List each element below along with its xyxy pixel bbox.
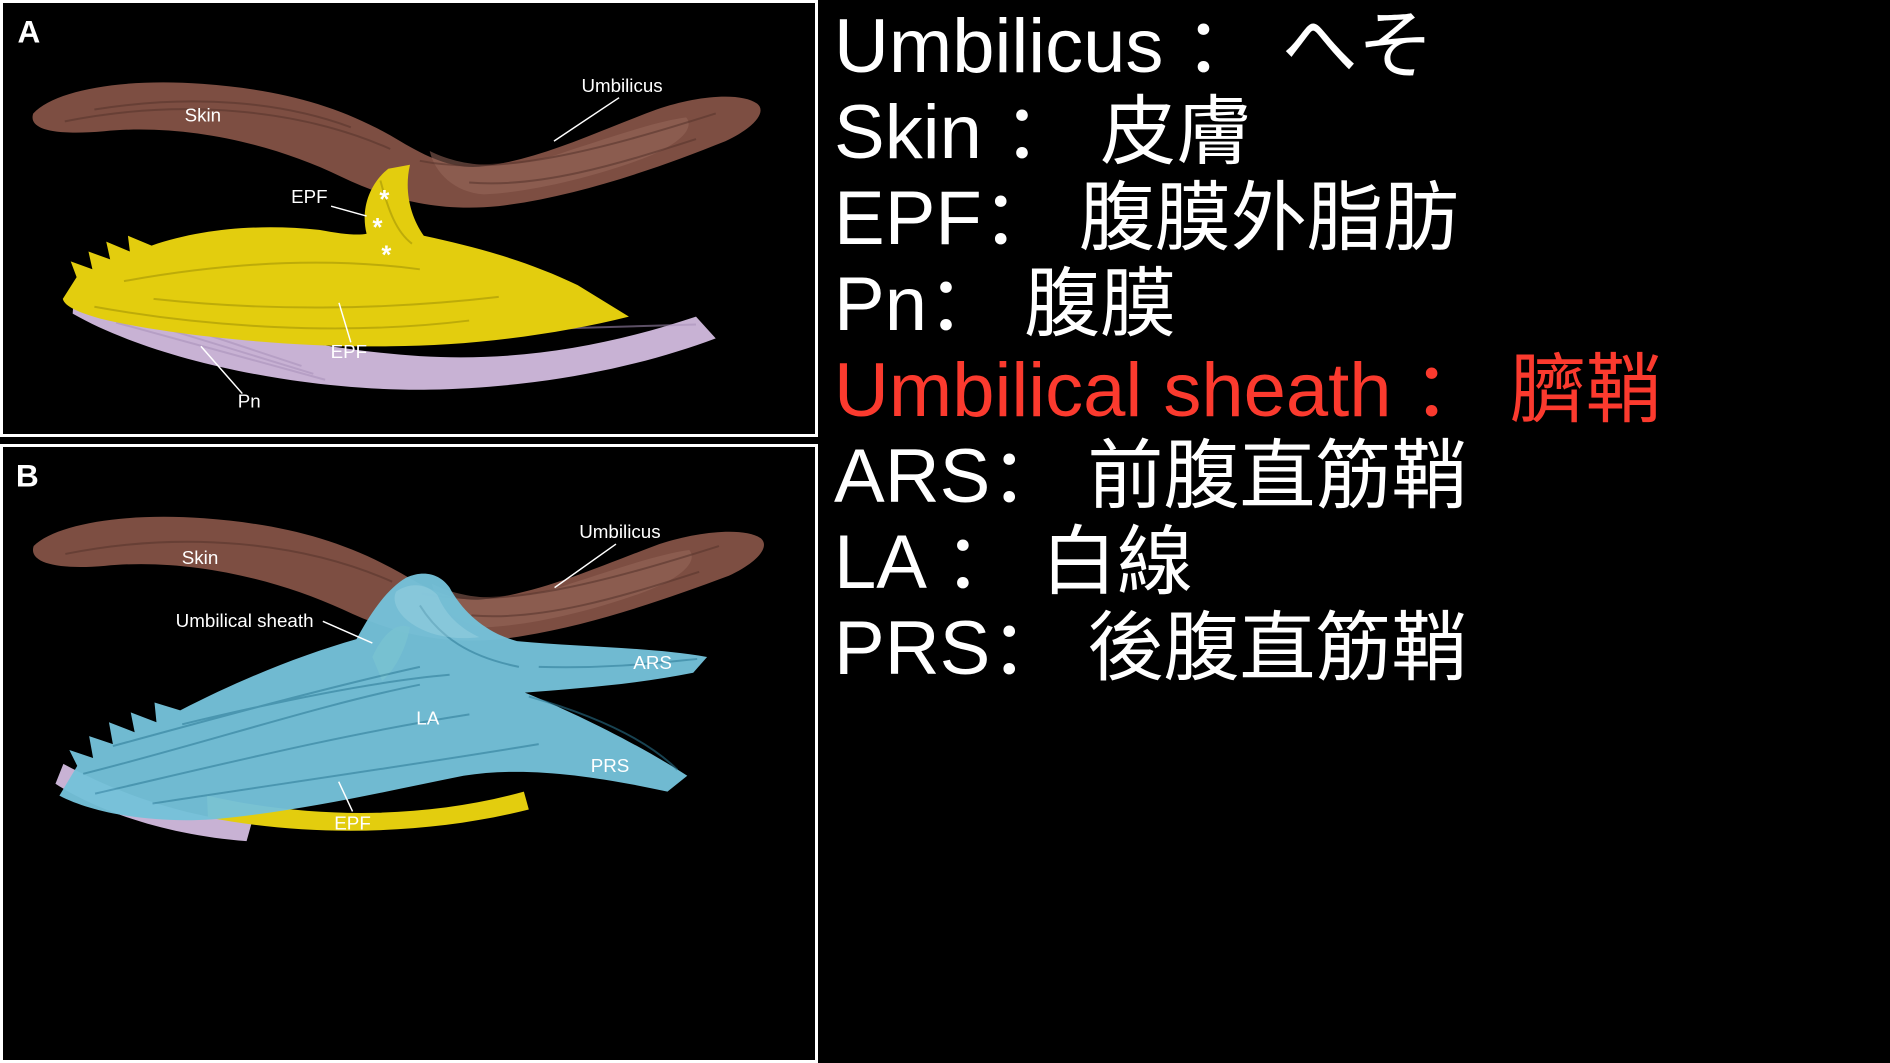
panel-a-render: A Skin Umbilicus EPF EPF Pn * * * bbox=[17, 13, 761, 411]
figure-panel-a: A Skin Umbilicus EPF EPF Pn * * * bbox=[0, 0, 818, 437]
legend-item-pn: Pn： 腹膜 bbox=[834, 262, 1177, 347]
umbilical-sheath-3d-model bbox=[59, 573, 708, 821]
asterisk-marker: * bbox=[379, 186, 389, 214]
umbilicus-label-a: Umbilicus bbox=[581, 75, 662, 96]
legend-panel: Umbilicus ： へそ Skin ： 皮膚 EPF： 腹膜外脂肪 Pn： … bbox=[818, 0, 1890, 1063]
la-label: LA bbox=[416, 707, 439, 728]
pn-label: Pn bbox=[238, 390, 261, 411]
panel-b-letter: B bbox=[16, 458, 39, 494]
prs-label: PRS bbox=[591, 755, 630, 776]
panel-b-render: B Skin Umbilicus Umbilical sheath ARS LA… bbox=[16, 458, 764, 842]
panel-a-letter: A bbox=[17, 13, 40, 49]
epf-lower-label: EPF bbox=[331, 341, 367, 362]
legend-item-prs: PRS： 後腹直筋鞘 bbox=[834, 606, 1468, 691]
asterisk-marker: * bbox=[372, 214, 382, 242]
legend-item-umbilical-sheath: Umbilical sheath ： 臍鞘 bbox=[834, 348, 1662, 433]
skin-label-a: Skin bbox=[185, 104, 221, 125]
leader-lines-b bbox=[322, 543, 617, 812]
umbilicus-label-b: Umbilicus bbox=[579, 521, 660, 542]
legend-item-umbilicus: Umbilicus ： へそ bbox=[834, 4, 1434, 89]
skin-label-b: Skin bbox=[182, 547, 219, 568]
figure-column: A Skin Umbilicus EPF EPF Pn * * * bbox=[0, 0, 818, 1063]
ars-label: ARS bbox=[633, 652, 672, 673]
legend-item-ars: ARS： 前腹直筋鞘 bbox=[834, 434, 1468, 519]
asterisk-marker: * bbox=[381, 241, 391, 269]
umbilical-sheath-label: Umbilical sheath bbox=[176, 610, 314, 631]
epf-upper-label: EPF bbox=[291, 186, 327, 207]
epf-3d-model-a bbox=[62, 164, 629, 347]
figure-panel-b: B Skin Umbilicus Umbilical sheath ARS LA… bbox=[0, 444, 818, 1063]
legend-item-epf: EPF： 腹膜外脂肪 bbox=[834, 176, 1459, 261]
skin-3d-model-a bbox=[32, 82, 761, 208]
legend-item-skin: Skin ： 皮膚 bbox=[834, 90, 1253, 175]
epf-label-b: EPF bbox=[334, 812, 371, 833]
legend-item-la: LA ： 白線 bbox=[834, 520, 1193, 605]
leader-lines-a bbox=[200, 97, 620, 395]
